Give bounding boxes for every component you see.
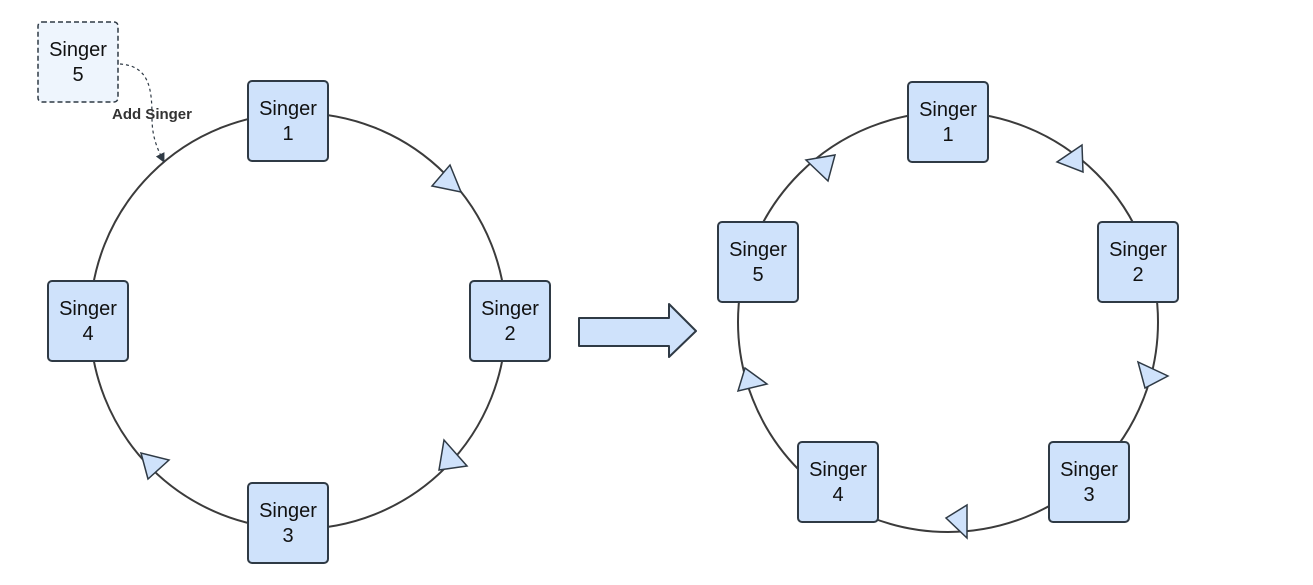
singer-node-2[interactable]: Singer 2: [469, 280, 551, 362]
singer-node-number: 1: [942, 124, 953, 146]
singer-node-number: 1: [282, 123, 293, 145]
direction-arrow-icon: [1055, 143, 1084, 174]
transition-arrow-icon: [578, 303, 697, 358]
direction-arrow-icon: [736, 366, 769, 393]
singer-node-number: 2: [504, 323, 515, 345]
singer-node-5[interactable]: Singer 5: [717, 221, 799, 303]
singer-node-number: 4: [832, 484, 843, 506]
singer-node-label: Singer: [259, 98, 317, 120]
singer-node-3[interactable]: Singer 3: [247, 482, 329, 564]
ring-before: Singer 1 Singer 2 Singer 3 Singer 4 Sing…: [37, 21, 551, 564]
singer-node-label: Singer: [1060, 459, 1118, 481]
add-singer-edge: [119, 63, 165, 163]
singer-node-label: Singer: [59, 298, 117, 320]
singer-node-4[interactable]: Singer 4: [797, 441, 879, 523]
singer-node-number: 4: [82, 323, 93, 345]
singer-node-1[interactable]: Singer 1: [907, 81, 989, 163]
direction-arrow-icon: [430, 163, 463, 194]
singer-node-number: 3: [1083, 484, 1094, 506]
direction-arrow-icon: [804, 154, 837, 183]
add-singer-label: Add Singer: [112, 106, 192, 123]
singer-node-label: Singer: [49, 39, 107, 61]
singer-node-label: Singer: [1109, 239, 1167, 261]
singer-node-label: Singer: [809, 459, 867, 481]
direction-arrow-icon: [1136, 360, 1170, 390]
direction-arrow-icon: [944, 503, 968, 540]
direction-arrow-icon: [139, 451, 171, 481]
direction-arrow-icon: [438, 438, 469, 471]
singer-node-3[interactable]: Singer 3: [1048, 441, 1130, 523]
ring-after: Singer 1 Singer 2 Singer 3 Singer 4 Sing…: [717, 81, 1179, 540]
singer-node-1[interactable]: Singer 1: [247, 80, 329, 162]
singer-node-number: 2: [1132, 264, 1143, 286]
singer-node-label: Singer: [729, 239, 787, 261]
singer-node-label: Singer: [481, 298, 539, 320]
singer-node-label: Singer: [919, 99, 977, 121]
new-singer-node[interactable]: Singer 5: [37, 21, 119, 103]
singer-node-number: 3: [282, 525, 293, 547]
singer-node-2[interactable]: Singer 2: [1097, 221, 1179, 303]
singer-node-label: Singer: [259, 500, 317, 522]
singer-node-number: 5: [72, 64, 83, 86]
singer-node-number: 5: [752, 264, 763, 286]
singer-node-4[interactable]: Singer 4: [47, 280, 129, 362]
